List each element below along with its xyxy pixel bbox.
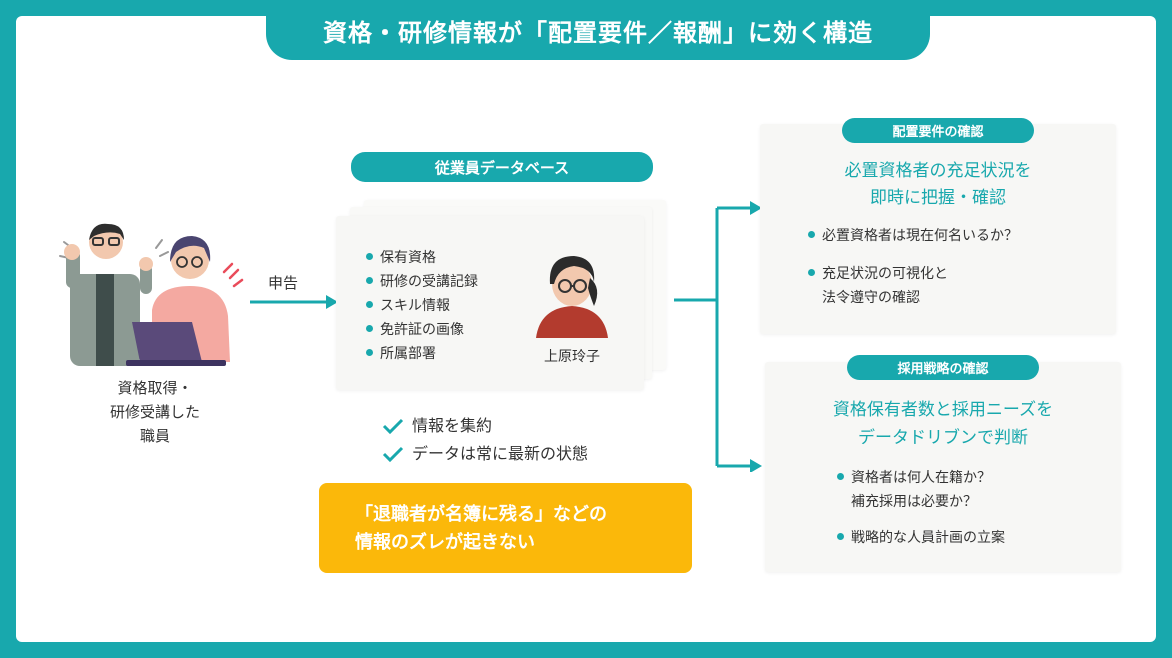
list-item: 充足状況の可視化と法令遵守の確認: [808, 262, 1018, 310]
list-item: 戦略的な人員計画の立案: [837, 526, 1005, 550]
list-item: 研修の受講記録: [366, 270, 478, 294]
list-item: 保有資格: [366, 246, 478, 270]
database-pill: 従業員データベース: [351, 152, 653, 182]
list-item: スキル情報: [366, 294, 478, 318]
hiring-heading: 資格保有者数と採用ニーズを データドリブンで判断: [832, 400, 1054, 448]
list-item: 必置資格者は現在何名いるか？: [808, 224, 1018, 248]
placement-items: 必置資格者は現在何名いるか？ 充足状況の可視化と法令遵守の確認: [808, 224, 1018, 310]
list-item: 所属部署: [366, 342, 478, 366]
list-item: 免許証の画像: [366, 318, 478, 342]
callout-box: 「退職者が名簿に残る」などの 情報のズレが起きない: [319, 483, 692, 573]
branch-connector-icon: [674, 201, 762, 472]
laptop-icon: [132, 322, 202, 362]
check-item-2: データは常に最新の状態: [382, 440, 588, 468]
check-item-1: 情報を集約: [382, 412, 588, 440]
employee-caption: 資格取得・ 研修受講した 職員: [109, 379, 200, 445]
declare-arrow-icon: [250, 295, 338, 309]
checkmark-icon: [382, 418, 404, 435]
hiring-items: 資格者は何人在籍か？補充採用は必要か？ 戦略的な人員計画の立案: [837, 466, 1005, 550]
placement-heading: 必置資格者の充足状況を 即時に把握・確認: [844, 161, 1032, 208]
hiring-card: 資格保有者数と採用ニーズを データドリブンで判断 資格者は何人在籍か？補充採用は…: [765, 362, 1121, 572]
employees-illustration: [59, 223, 244, 366]
hiring-pill: 採用戦略の確認: [847, 355, 1039, 380]
woman-head: [171, 241, 209, 279]
database-card: 保有資格 研修の受講記録 スキル情報 免許証の画像 所属部署 上原玲子: [336, 216, 644, 390]
placement-card: 必置資格者の充足状況を 即時に把握・確認 必置資格者は現在何名いるか？ 充足状況…: [760, 124, 1116, 334]
declare-label: 申告: [268, 274, 299, 292]
checkmark-icon: [382, 446, 404, 463]
page-title: 資格・研修情報が「配置要件／報酬」に効く構造: [266, 0, 930, 60]
placement-pill: 配置要件の確認: [842, 118, 1034, 143]
list-item: 資格者は何人在籍か？補充採用は必要か？: [837, 466, 1005, 514]
database-items: 保有資格 研修の受講記録 スキル情報 免許証の画像 所属部署: [366, 246, 478, 366]
employee-avatar: [536, 256, 608, 338]
database-checks: 情報を集約 データは常に最新の状態: [382, 412, 588, 468]
employee-name: 上原玲子: [544, 349, 600, 365]
